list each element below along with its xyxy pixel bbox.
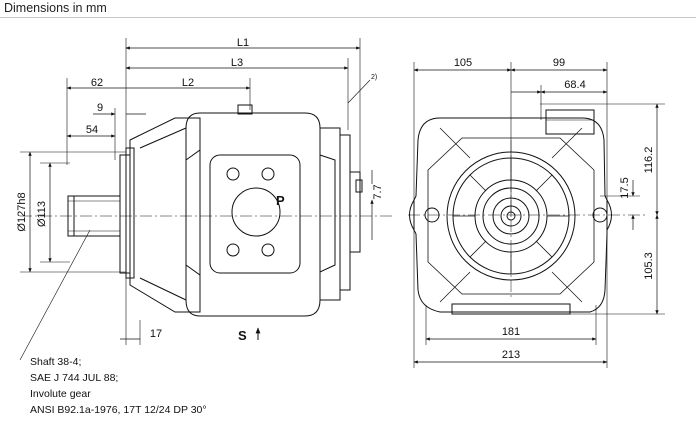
dim-dia-127: Ø127h8 — [16, 192, 28, 231]
dim-dia-113: Ø113 — [36, 201, 48, 227]
dim-17-5: 17.5 — [619, 177, 631, 198]
dim-116-2: 116.2 — [643, 147, 655, 174]
shaft-note-line: Shaft 38-4; — [30, 356, 81, 368]
port-p-label: P — [276, 193, 285, 208]
page-header: Dimensions in mm — [0, 0, 696, 18]
shaft-note-line: ANSI B92.1a-1976, 17T 12/24 DP 30° — [30, 404, 207, 416]
dim-62: 62 — [91, 77, 103, 89]
dim-105-3: 105.3 — [643, 252, 655, 280]
dim-213: 213 — [502, 349, 520, 361]
dim-54: 54 — [86, 124, 98, 136]
dim-17: 17 — [150, 328, 162, 340]
side-view — [19, 38, 395, 361]
dim-9: 9 — [97, 102, 103, 114]
shaft-note-line: SAE J 744 JUL 88; — [30, 372, 118, 384]
front-view — [408, 62, 665, 368]
dim-105: 105 — [454, 57, 472, 69]
dim-68-4: 68.4 — [564, 79, 585, 91]
dim-L3: L3 — [231, 57, 243, 69]
note-ref-2: 2) — [371, 74, 377, 81]
dim-L2: L2 — [182, 77, 194, 89]
page-title: Dimensions in mm — [4, 1, 107, 15]
dim-7-7: 7.7 — [372, 184, 384, 199]
shaft-note-line: Involute gear — [30, 388, 91, 400]
shaft-note: Shaft 38-4; SAE J 744 JUL 88; Involute g… — [30, 356, 207, 416]
port-s-label: S — [238, 328, 247, 343]
dim-181: 181 — [502, 326, 520, 338]
dim-L1: L1 — [237, 37, 249, 49]
dim-99: 99 — [553, 57, 565, 69]
header-divider — [0, 17, 696, 18]
